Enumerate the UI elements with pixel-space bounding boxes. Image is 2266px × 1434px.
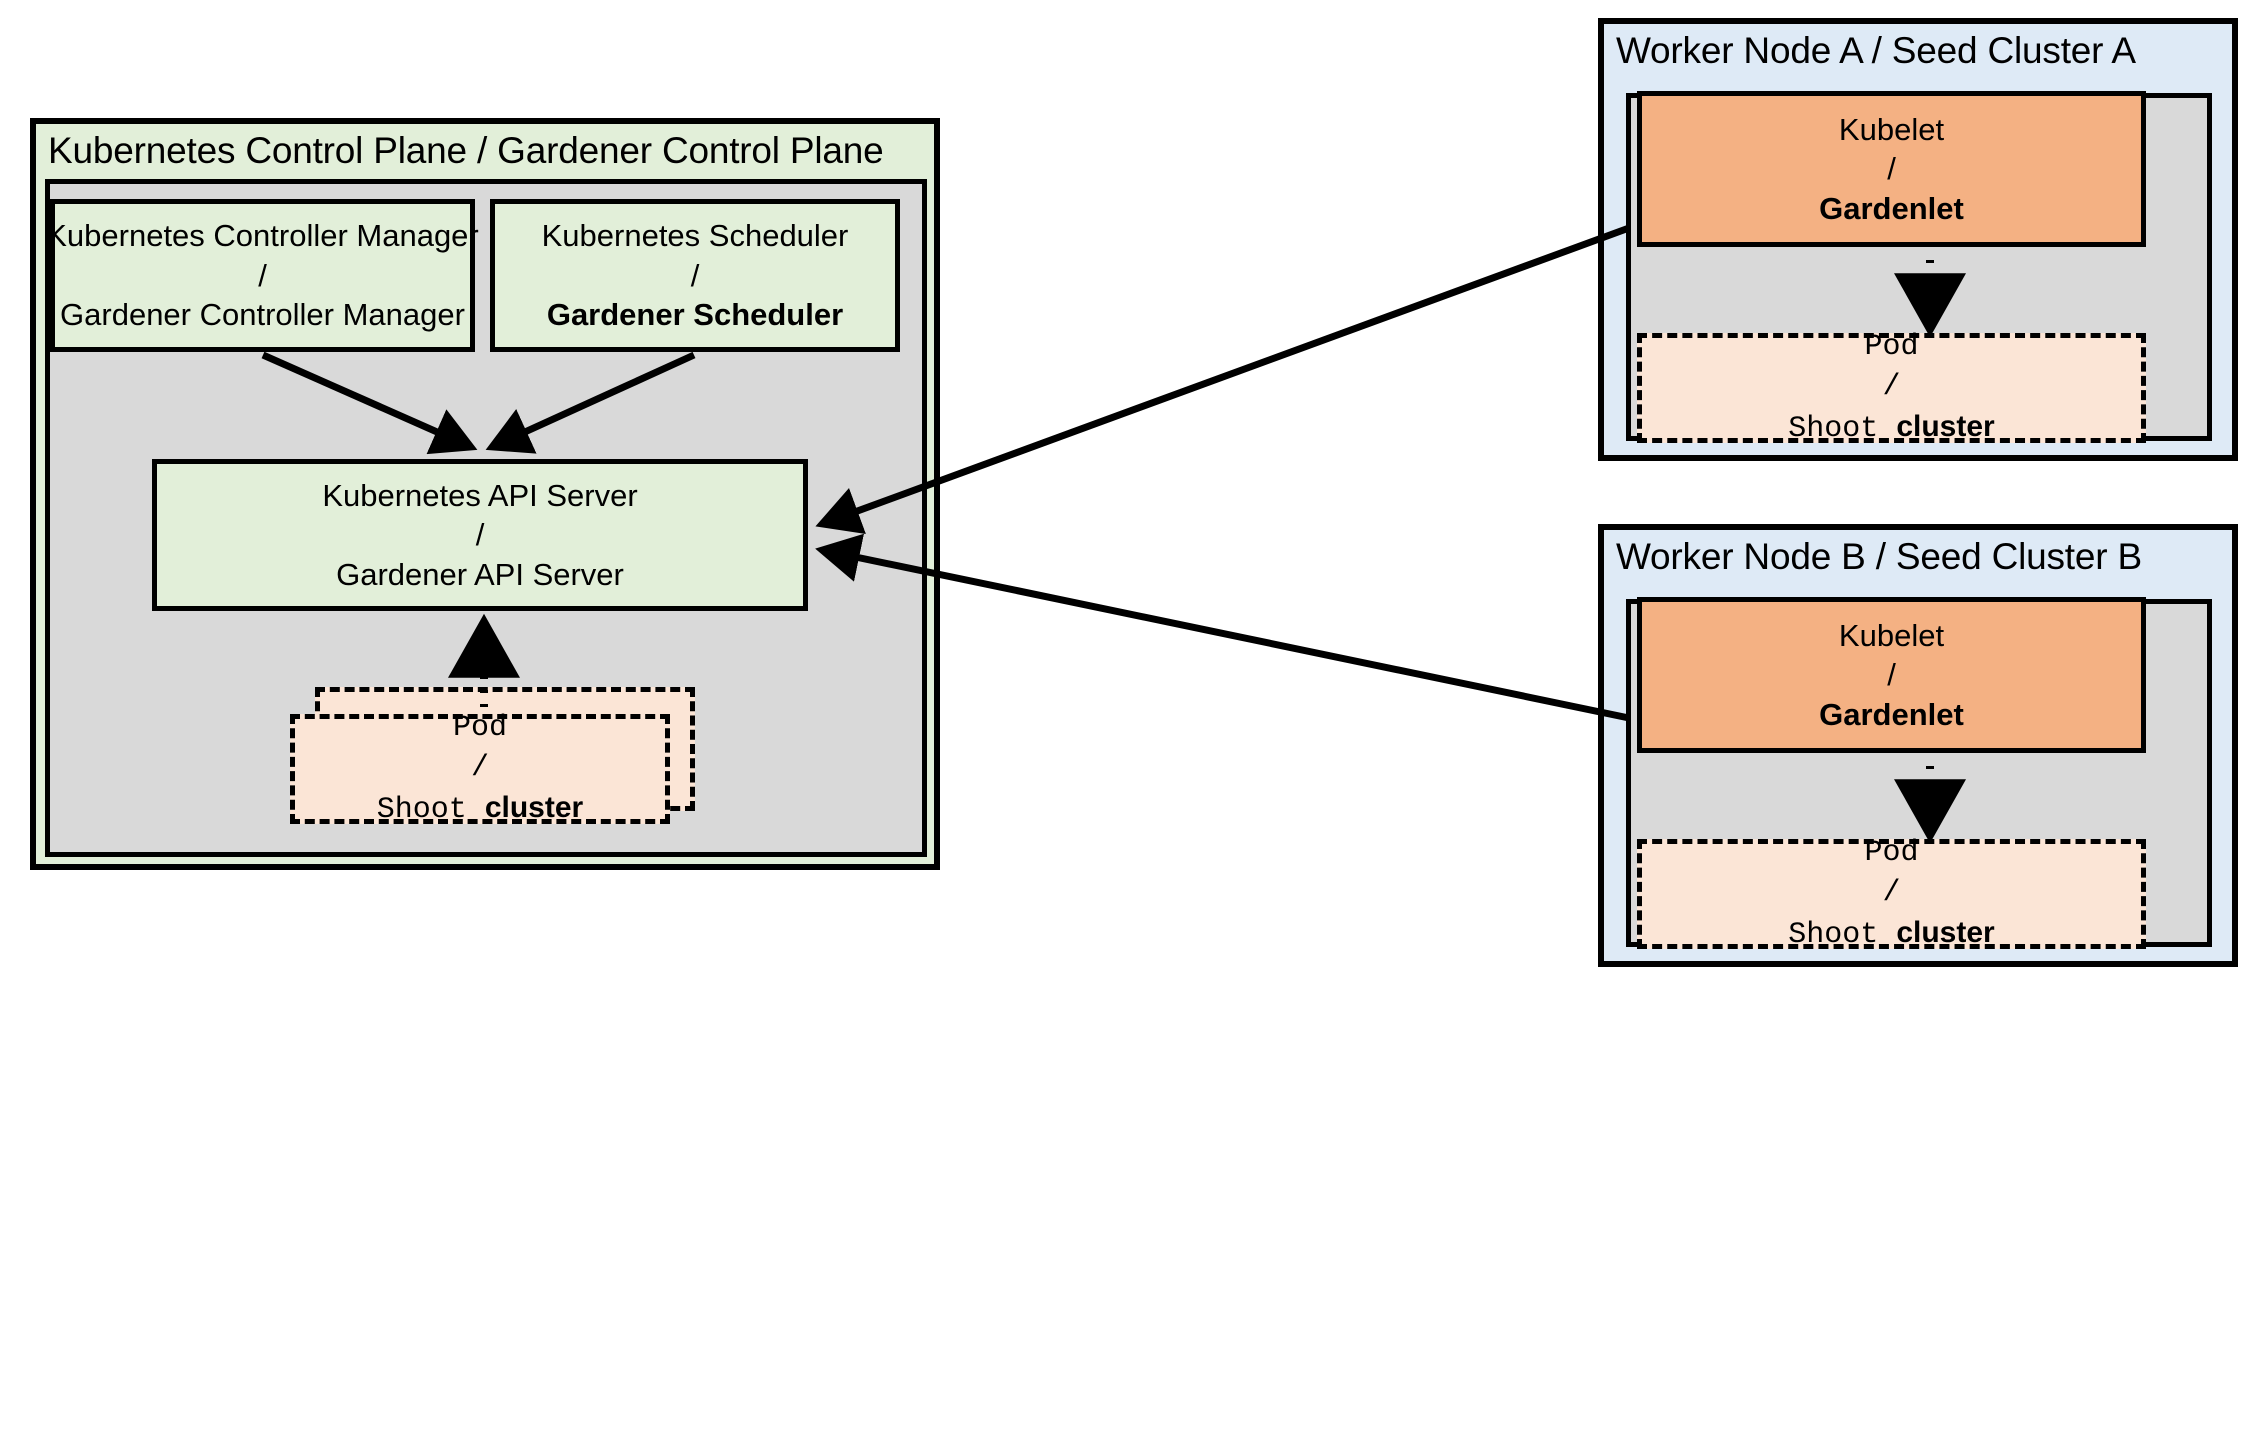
worker-node-a-pod-box: Pod / Shoot cluster bbox=[1637, 330, 2146, 446]
control-plane-title: Kubernetes Control Plane / Gardener Cont… bbox=[48, 130, 884, 171]
control-plane-pod-line2-prefix: Shoot bbox=[376, 793, 485, 828]
worker-b-pod-line2-suffix: cluster bbox=[1896, 916, 1995, 950]
scheduler-line2: Gardener Scheduler bbox=[546, 297, 844, 333]
api-server-line2: Gardener API Server bbox=[336, 556, 624, 592]
worker-b-pod-separator: / bbox=[1882, 875, 1901, 910]
worker-a-pod-line2-prefix: Shoot bbox=[1788, 412, 1897, 447]
arrow-gardenlet-a-to-api-server bbox=[815, 224, 1631, 534]
kubelet-b-line1: Kubelet bbox=[1838, 617, 1945, 653]
control-plane-pod-line2: Shoot cluster bbox=[377, 788, 583, 830]
kubelet-a-line2: Gardenlet bbox=[1819, 190, 1964, 226]
scheduler-line1: Kubernetes Scheduler bbox=[541, 218, 849, 254]
worker-node-b-pod-box: Pod / Shoot cluster bbox=[1637, 836, 2146, 952]
control-plane-pod-line1: Pod bbox=[452, 710, 507, 745]
controller-manager-separator: / bbox=[258, 257, 267, 293]
control-plane-pod-box: Pod / Shoot cluster bbox=[290, 711, 670, 827]
control-plane-pod-line2-suffix: cluster bbox=[484, 791, 584, 825]
kubernetes-api-server-box: Kubernetes API Server / Gardener API Ser… bbox=[152, 459, 808, 611]
worker-b-pod-line2: Shoot cluster bbox=[1788, 913, 1994, 955]
api-server-separator: / bbox=[475, 517, 485, 553]
api-server-line1: Kubernetes API Server bbox=[322, 477, 638, 513]
worker-a-pod-line2: Shoot cluster bbox=[1788, 407, 1994, 449]
worker-node-b-title: Worker Node B / Seed Cluster B bbox=[1616, 536, 2142, 577]
kubelet-a-line1: Kubelet bbox=[1838, 111, 1945, 147]
worker-a-pod-separator: / bbox=[1882, 369, 1901, 404]
worker-b-pod-line1: Pod bbox=[1864, 835, 1919, 870]
kubernetes-scheduler-box: Kubernetes Scheduler / Gardener Schedule… bbox=[490, 199, 900, 352]
kubelet-b-separator: / bbox=[1887, 657, 1896, 693]
arrow-gardenlet-b-to-api-server bbox=[815, 533, 1630, 722]
kubelet-gardenlet-b-box: Kubelet / Gardenlet bbox=[1637, 597, 2146, 753]
kubelet-b-line2: Gardenlet bbox=[1819, 696, 1964, 732]
kubelet-a-separator: / bbox=[1887, 151, 1896, 187]
controller-manager-line2: Gardener Controller Manager bbox=[60, 297, 465, 333]
worker-node-a-title: Worker Node A / Seed Cluster A bbox=[1616, 30, 2136, 71]
control-plane-pod-separator: / bbox=[470, 750, 489, 785]
worker-a-pod-line2-suffix: cluster bbox=[1896, 410, 1995, 444]
kubelet-gardenlet-a-box: Kubelet / Gardenlet bbox=[1637, 91, 2146, 247]
kubernetes-controller-manager-box: Kubernetes Controller Manager / Gardener… bbox=[46, 199, 479, 352]
scheduler-separator: / bbox=[690, 257, 700, 293]
worker-b-pod-line2-prefix: Shoot bbox=[1788, 918, 1897, 953]
controller-manager-line1: Kubernetes Controller Manager bbox=[46, 218, 479, 254]
worker-a-pod-line1: Pod bbox=[1864, 329, 1919, 364]
